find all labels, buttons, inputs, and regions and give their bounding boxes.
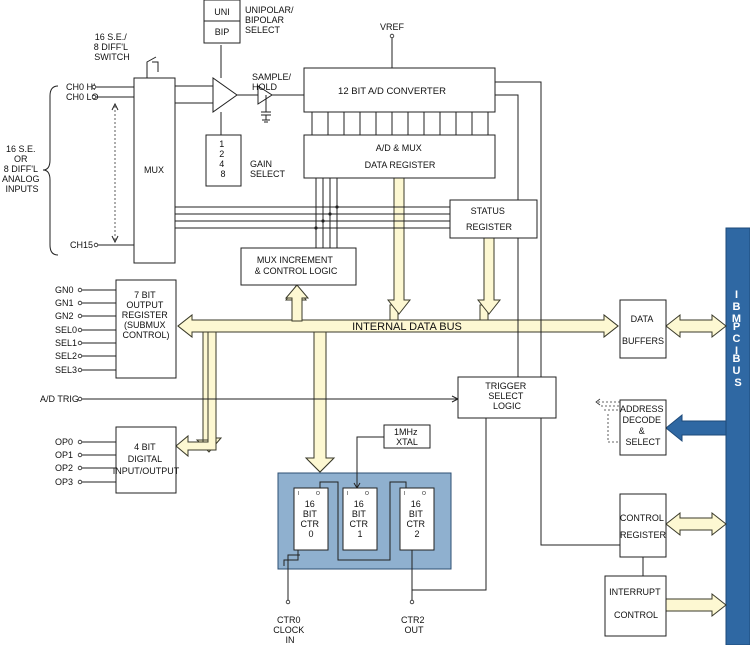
ctr0-clock-pin	[285, 599, 291, 605]
data-buffers-label: DATA BUFFERS	[622, 314, 664, 346]
data-buffers	[619, 299, 667, 359]
digital-io-label: 4 BIT DIGITAL INPUT/OUTPUT	[113, 442, 180, 476]
trigger-select-logic	[457, 376, 557, 419]
svg-text:SEL2: SEL2	[55, 351, 77, 361]
ad-converter	[303, 67, 496, 113]
digital-io	[115, 426, 177, 494]
output-register-label: 7 BIT OUTPUT REGISTER (SUBMUX CONTROL)	[122, 290, 171, 340]
svg-text:O: O	[365, 491, 369, 497]
ctr2-out-label: CTR2 OUT	[401, 615, 427, 635]
output-register	[115, 279, 177, 379]
switch-label: 16 S.E./ 8 DIFF'L SWITCH	[94, 32, 130, 62]
svg-text:GN1: GN1	[55, 298, 74, 308]
mux-address-lines	[175, 178, 450, 248]
ch15-label: CH15	[70, 240, 93, 250]
svg-text:OP1: OP1	[55, 450, 73, 460]
svg-text:O: O	[422, 491, 426, 497]
counter-0: I O 16 BIT CTR 0	[293, 487, 329, 551]
svg-text:SEL1: SEL1	[55, 338, 77, 348]
svg-text:GN2: GN2	[55, 311, 74, 321]
mux-block	[133, 77, 176, 264]
svg-text:GN0: GN0	[55, 285, 74, 295]
pci-address-arrow	[665, 413, 727, 443]
switch-symbol	[146, 56, 159, 78]
vref-label: VREF	[380, 22, 405, 32]
trigger-logic-label: TRIGGER SELECT LOGIC	[485, 381, 529, 411]
svg-text:I: I	[404, 491, 405, 497]
svg-text:16 BIT CTR 0: 16 BIT CTR 0	[300, 499, 321, 539]
gain-select-block	[205, 134, 242, 187]
svg-text:SEL0: SEL0	[55, 325, 77, 335]
ctr2-out-pin	[409, 599, 415, 605]
svg-text:16 BIT CTR 2: 16 BIT CTR 2	[406, 499, 427, 539]
control-register-pci-arrow	[665, 511, 727, 537]
adc-data-lines	[311, 112, 489, 135]
svg-text:O: O	[316, 491, 320, 497]
input-amplifier	[212, 77, 238, 113]
status-register-label: STATUS REGISTER	[466, 206, 513, 232]
analog-input-brace	[42, 85, 59, 256]
svg-text:OP3: OP3	[55, 477, 73, 487]
bus-main-shaft	[177, 313, 619, 339]
gain-values: 1 2 4 8	[219, 139, 227, 179]
ad-trig-pin	[77, 396, 83, 402]
counter-1: I O 16 BIT CTR 1	[342, 487, 378, 551]
mux-increment-label: MUX INCREMENT & CONTROL LOGIC	[255, 255, 338, 276]
ch0-hi-pin	[91, 84, 97, 90]
mux-label: MUX	[144, 165, 164, 175]
ch0-hi-label: CH0 HI	[66, 82, 96, 92]
data-register	[303, 134, 496, 179]
ch0-lo-label: CH0 LO	[66, 92, 99, 102]
sample-hold-buffer	[257, 85, 273, 105]
sample-hold-label: SAMPLE/ HOLD	[252, 72, 294, 92]
gain-select-label: GAIN SELECT	[250, 159, 286, 179]
address-decode-label: ADDRESS DECODE & SELECT	[620, 404, 666, 447]
svg-text:I: I	[347, 491, 348, 497]
ch0-lo-pin	[91, 94, 97, 100]
data-register-label: A/D & MUX DATA REGISTER	[365, 143, 436, 170]
status-register-arrow	[476, 237, 502, 315]
control-register-label: CONTROL REGISTER	[620, 513, 667, 540]
interrupt-pci-arrow	[665, 592, 727, 618]
vref-pin	[389, 33, 395, 39]
xtal-label: 1MHz XTAL	[394, 427, 420, 447]
bus-to-counters	[304, 330, 336, 473]
analog-inputs-label: 16 S.E. OR 8 DIFF'L ANALOG INPUTS	[2, 144, 42, 194]
control-register	[619, 493, 667, 558]
uni-label: UNI	[214, 7, 230, 17]
svg-text:16 BIT CTR 1: 16 BIT CTR 1	[349, 499, 370, 539]
svg-text:OP0: OP0	[55, 437, 73, 447]
internal-bus-label: INTERNAL DATA BUS	[352, 321, 462, 333]
unipolar-select-label: UNIPOLAR/ BIPOLAR SELECT	[245, 5, 296, 35]
interrupt-control	[604, 575, 667, 637]
bip-label: BIP	[215, 27, 230, 37]
bus-to-dio	[175, 330, 217, 458]
ad-converter-label: 12 BIT A/D CONVERTER	[338, 86, 446, 97]
counter-2: I O 16 BIT CTR 2	[399, 487, 435, 551]
ad-trig-label: A/D TRIG	[40, 394, 79, 404]
data-register-arrow	[386, 177, 412, 315]
interrupt-control-label: INTERRUPT CONTROL	[609, 587, 663, 620]
ctr0-clock-label: CTR0 CLOCK IN	[273, 615, 307, 645]
svg-text:SEL3: SEL3	[55, 365, 77, 375]
output-register-pins: GN0 GN1 GN2 SEL0 SEL1 SEL2 SEL3	[55, 285, 116, 375]
pci-bus-label: I B M P C I B U S	[732, 289, 744, 389]
data-buffers-pci-arrow	[665, 313, 727, 339]
address-decode	[619, 399, 667, 456]
svg-text:I: I	[298, 491, 299, 497]
ch15-pin	[93, 242, 99, 248]
svg-text:OP2: OP2	[55, 463, 73, 473]
address-select-lines	[595, 398, 620, 443]
pci-bus-bar	[725, 227, 750, 645]
mux-increment-logic	[240, 247, 357, 286]
bus-up-to-mux-inc	[284, 284, 310, 322]
digital-io-pins: OP0 OP1 OP2 OP3	[55, 437, 116, 487]
status-register	[449, 199, 538, 239]
